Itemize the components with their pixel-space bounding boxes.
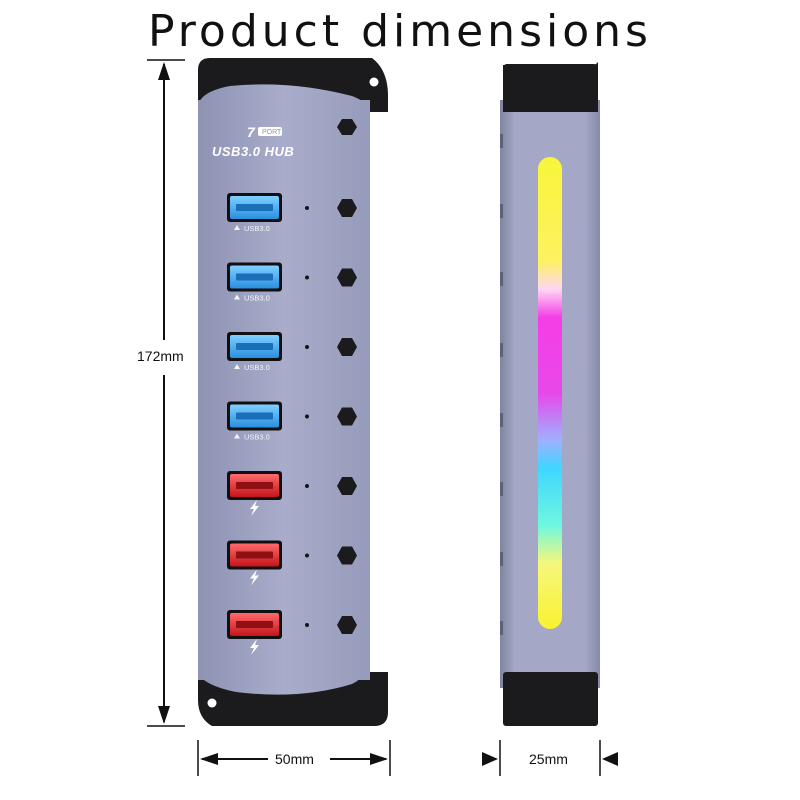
port-label-2: USB3.0 [244, 294, 270, 303]
brand-name: USB3.0 HUB [212, 144, 294, 159]
width-dimension-line [197, 740, 391, 776]
port-led-1 [305, 206, 309, 210]
height-label: 172mm [137, 348, 184, 364]
hub-front-view: 7 PORT USB3.0 HUB USB3.0USB3.0USB3.0USB3… [198, 58, 388, 726]
lightning-icon [250, 569, 259, 586]
lightning-icon [250, 500, 259, 516]
rgb-light-strip [538, 157, 562, 629]
port-led-4 [305, 414, 309, 419]
port-switch-6 [337, 546, 357, 565]
port-led-2 [305, 275, 309, 280]
usb-port-3: USB3.0 [227, 332, 357, 372]
port-switch-1 [337, 199, 357, 217]
usb-port-7 [227, 610, 357, 655]
port-led-5 [305, 484, 309, 488]
brand-badge: PORT [262, 129, 282, 136]
side-tick-marks [500, 134, 503, 635]
depth-dimension-line [482, 740, 618, 776]
hub-side-view [500, 62, 600, 726]
height-dimension-line [147, 59, 185, 727]
width-label: 50mm [275, 751, 314, 767]
usb-port-1: USB3.0 [227, 193, 357, 233]
port-switch-5 [337, 477, 357, 495]
port-led-3 [305, 345, 309, 349]
port-led-6 [305, 553, 309, 558]
usb-port-6 [227, 540, 357, 586]
port-switch-3 [337, 338, 357, 356]
port-switch-7 [337, 616, 357, 634]
usb-port-5 [227, 471, 357, 516]
port-label-1: USB3.0 [244, 224, 270, 233]
brand-number: 7 [247, 124, 256, 140]
depth-label: 25mm [529, 751, 568, 767]
port-label-3: USB3.0 [244, 363, 270, 372]
port-led-7 [305, 623, 309, 627]
usb-port-2: USB3.0 [227, 262, 357, 303]
port-switch-2 [337, 268, 357, 287]
port-switch-4 [337, 407, 357, 426]
lightning-icon [250, 639, 259, 655]
port-label-4: USB3.0 [244, 433, 270, 442]
page-title: Product dimensions [148, 6, 652, 57]
hex-button-top [337, 119, 357, 135]
usb-port-4: USB3.0 [227, 401, 357, 442]
